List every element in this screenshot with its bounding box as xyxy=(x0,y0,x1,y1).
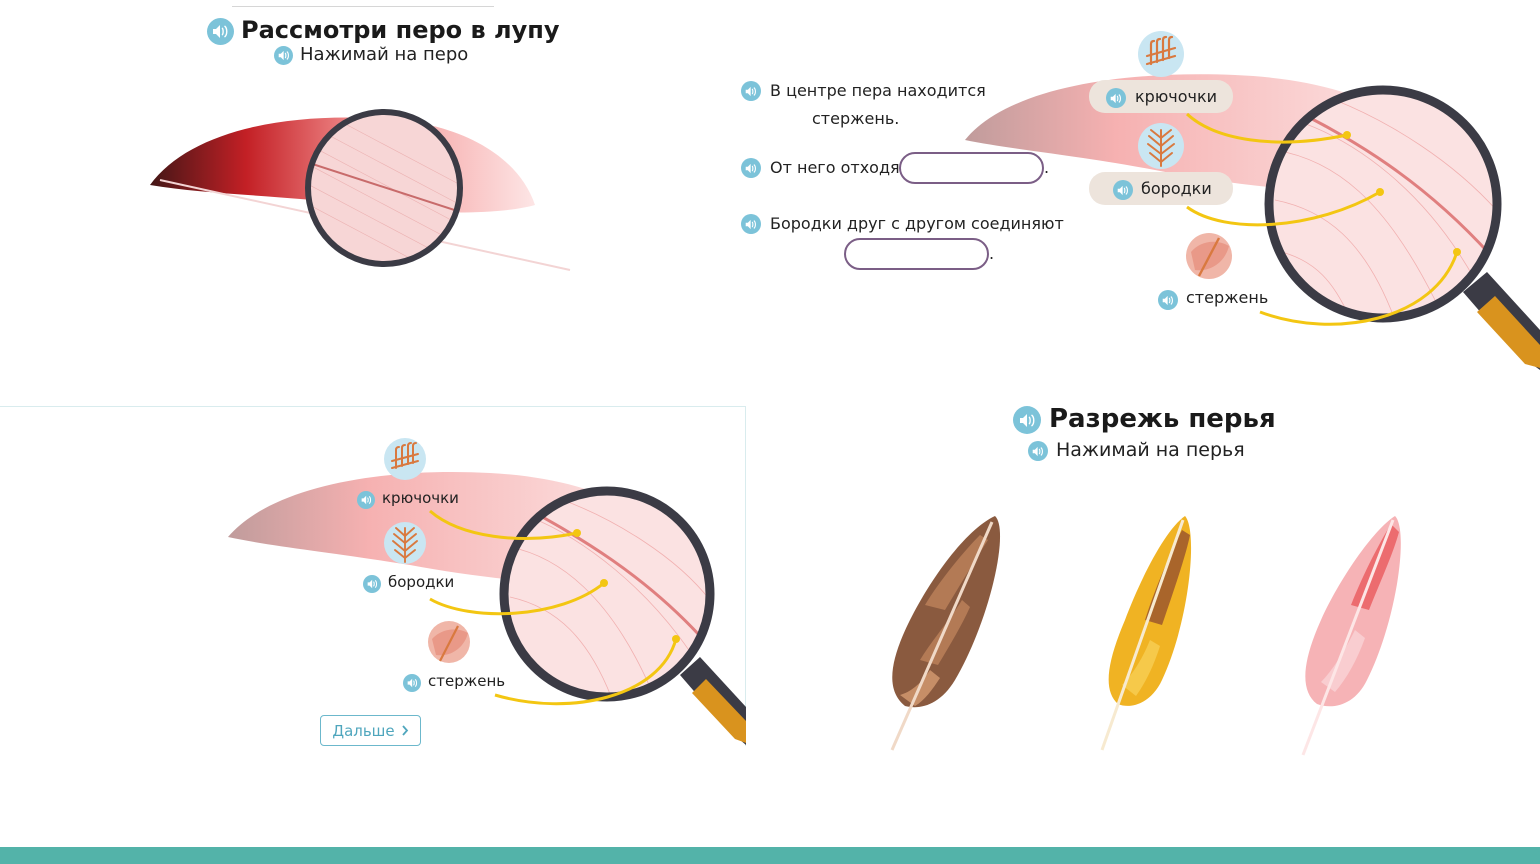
panel1-title: Рассмотри перо в лупу xyxy=(241,16,560,44)
hooks-label: крючочки xyxy=(382,489,459,507)
panel-cut-feathers: Разрежь перья Нажимай на перья xyxy=(760,390,1540,770)
shaft-icon xyxy=(1186,233,1232,279)
red-feather-illustration[interactable] xyxy=(0,0,760,380)
subtitle-audio-icon[interactable] xyxy=(1028,441,1048,461)
hooks-icon xyxy=(1138,31,1184,77)
shaft-audio-icon[interactable] xyxy=(1158,290,1178,310)
quiz-line3-text: Бородки друг с другом соединяют xyxy=(770,214,1064,233)
hooks-audio-icon[interactable] xyxy=(357,491,375,509)
panel-feather-structure-labels: крючочки бородки стержень Дальше xyxy=(0,406,746,746)
pink-feather-magnified-illustration-2 xyxy=(228,471,746,745)
quiz-line2-text: От него отходят xyxy=(770,158,909,177)
panel4-subtitle: Нажимай на перья xyxy=(1056,439,1245,461)
barbs-audio-icon[interactable] xyxy=(363,575,381,593)
panel4-title: Разрежь перья xyxy=(1049,404,1276,434)
shaft-label: стержень xyxy=(1186,288,1269,307)
chevron-right-icon xyxy=(401,725,408,736)
brown-feather[interactable] xyxy=(870,510,1010,760)
hooks-icon xyxy=(384,438,426,480)
pink-feather[interactable] xyxy=(1285,510,1410,760)
quiz-line1b-text: стержень. xyxy=(812,109,900,128)
barbs-icon xyxy=(1138,123,1184,169)
barbs-label: бородки xyxy=(1141,179,1212,198)
hooks-audio-icon[interactable] xyxy=(1106,88,1126,108)
period-1: . xyxy=(1044,158,1050,177)
panel1-subtitle: Нажимай на перо xyxy=(300,44,469,65)
next-button[interactable]: Дальше xyxy=(320,715,421,746)
hooks-label: крючочки xyxy=(1135,87,1218,106)
period-2: . xyxy=(989,244,995,263)
line2-audio-icon[interactable] xyxy=(741,158,761,178)
answer-drop-zone-1[interactable] xyxy=(899,152,1044,184)
shaft-audio-icon[interactable] xyxy=(403,674,421,692)
yellow-feather[interactable] xyxy=(1090,510,1210,755)
barbs-label: бородки xyxy=(388,573,455,591)
shaft-label: стержень xyxy=(428,672,506,690)
panel-magnify-feather: Рассмотри перо в лупу Нажимай на перо xyxy=(0,0,760,380)
barbs-audio-icon[interactable] xyxy=(1113,180,1133,200)
top-divider xyxy=(232,6,494,7)
footer-bar xyxy=(0,847,1540,864)
line1-audio-icon[interactable] xyxy=(741,81,761,101)
subtitle-audio-icon[interactable] xyxy=(274,46,293,65)
quiz-line1-text: В центре пера находится xyxy=(770,81,986,100)
title-audio-icon[interactable] xyxy=(207,18,234,45)
title-audio-icon[interactable] xyxy=(1013,406,1041,434)
answer-drop-zone-2[interactable] xyxy=(844,238,989,270)
line3-audio-icon[interactable] xyxy=(741,214,761,234)
next-button-label: Дальше xyxy=(332,721,395,740)
barbs-icon xyxy=(384,522,426,564)
shaft-icon xyxy=(428,621,470,663)
panel-feather-structure-quiz: В центре пера находится стержень. От нег… xyxy=(735,0,1540,380)
